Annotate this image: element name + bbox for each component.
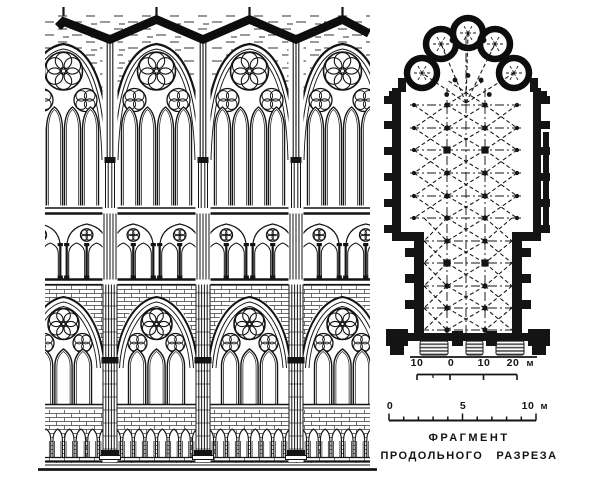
section-scale-label: 0 [386, 400, 394, 412]
section-scale-bar [388, 413, 537, 422]
plan-scale-label: 20 [506, 357, 520, 369]
caption-word: ПРОДОЛЬНОГО [380, 450, 484, 462]
plan-scale-label: 10 [410, 357, 424, 369]
caption-line2: ПРОДОЛЬНОГО РАЗРЕЗА [372, 450, 566, 462]
section-scale-unit: м [540, 401, 548, 412]
section-scale-label: 5 [459, 400, 467, 412]
plan-scale-label: 10 [477, 357, 491, 369]
caption-word: РАЗРЕЗА [496, 450, 558, 462]
caption-line1: ФРАГМЕНТ [428, 432, 510, 444]
plan-scale-label: 0 [447, 357, 455, 369]
section-drawing [45, 7, 370, 463]
plan-scale-unit: м [526, 358, 534, 369]
section-scale-label: 10 [521, 400, 535, 412]
plan-drawing [384, 14, 550, 358]
plan-scale-bar [416, 373, 518, 380]
ground-line [38, 464, 377, 471]
